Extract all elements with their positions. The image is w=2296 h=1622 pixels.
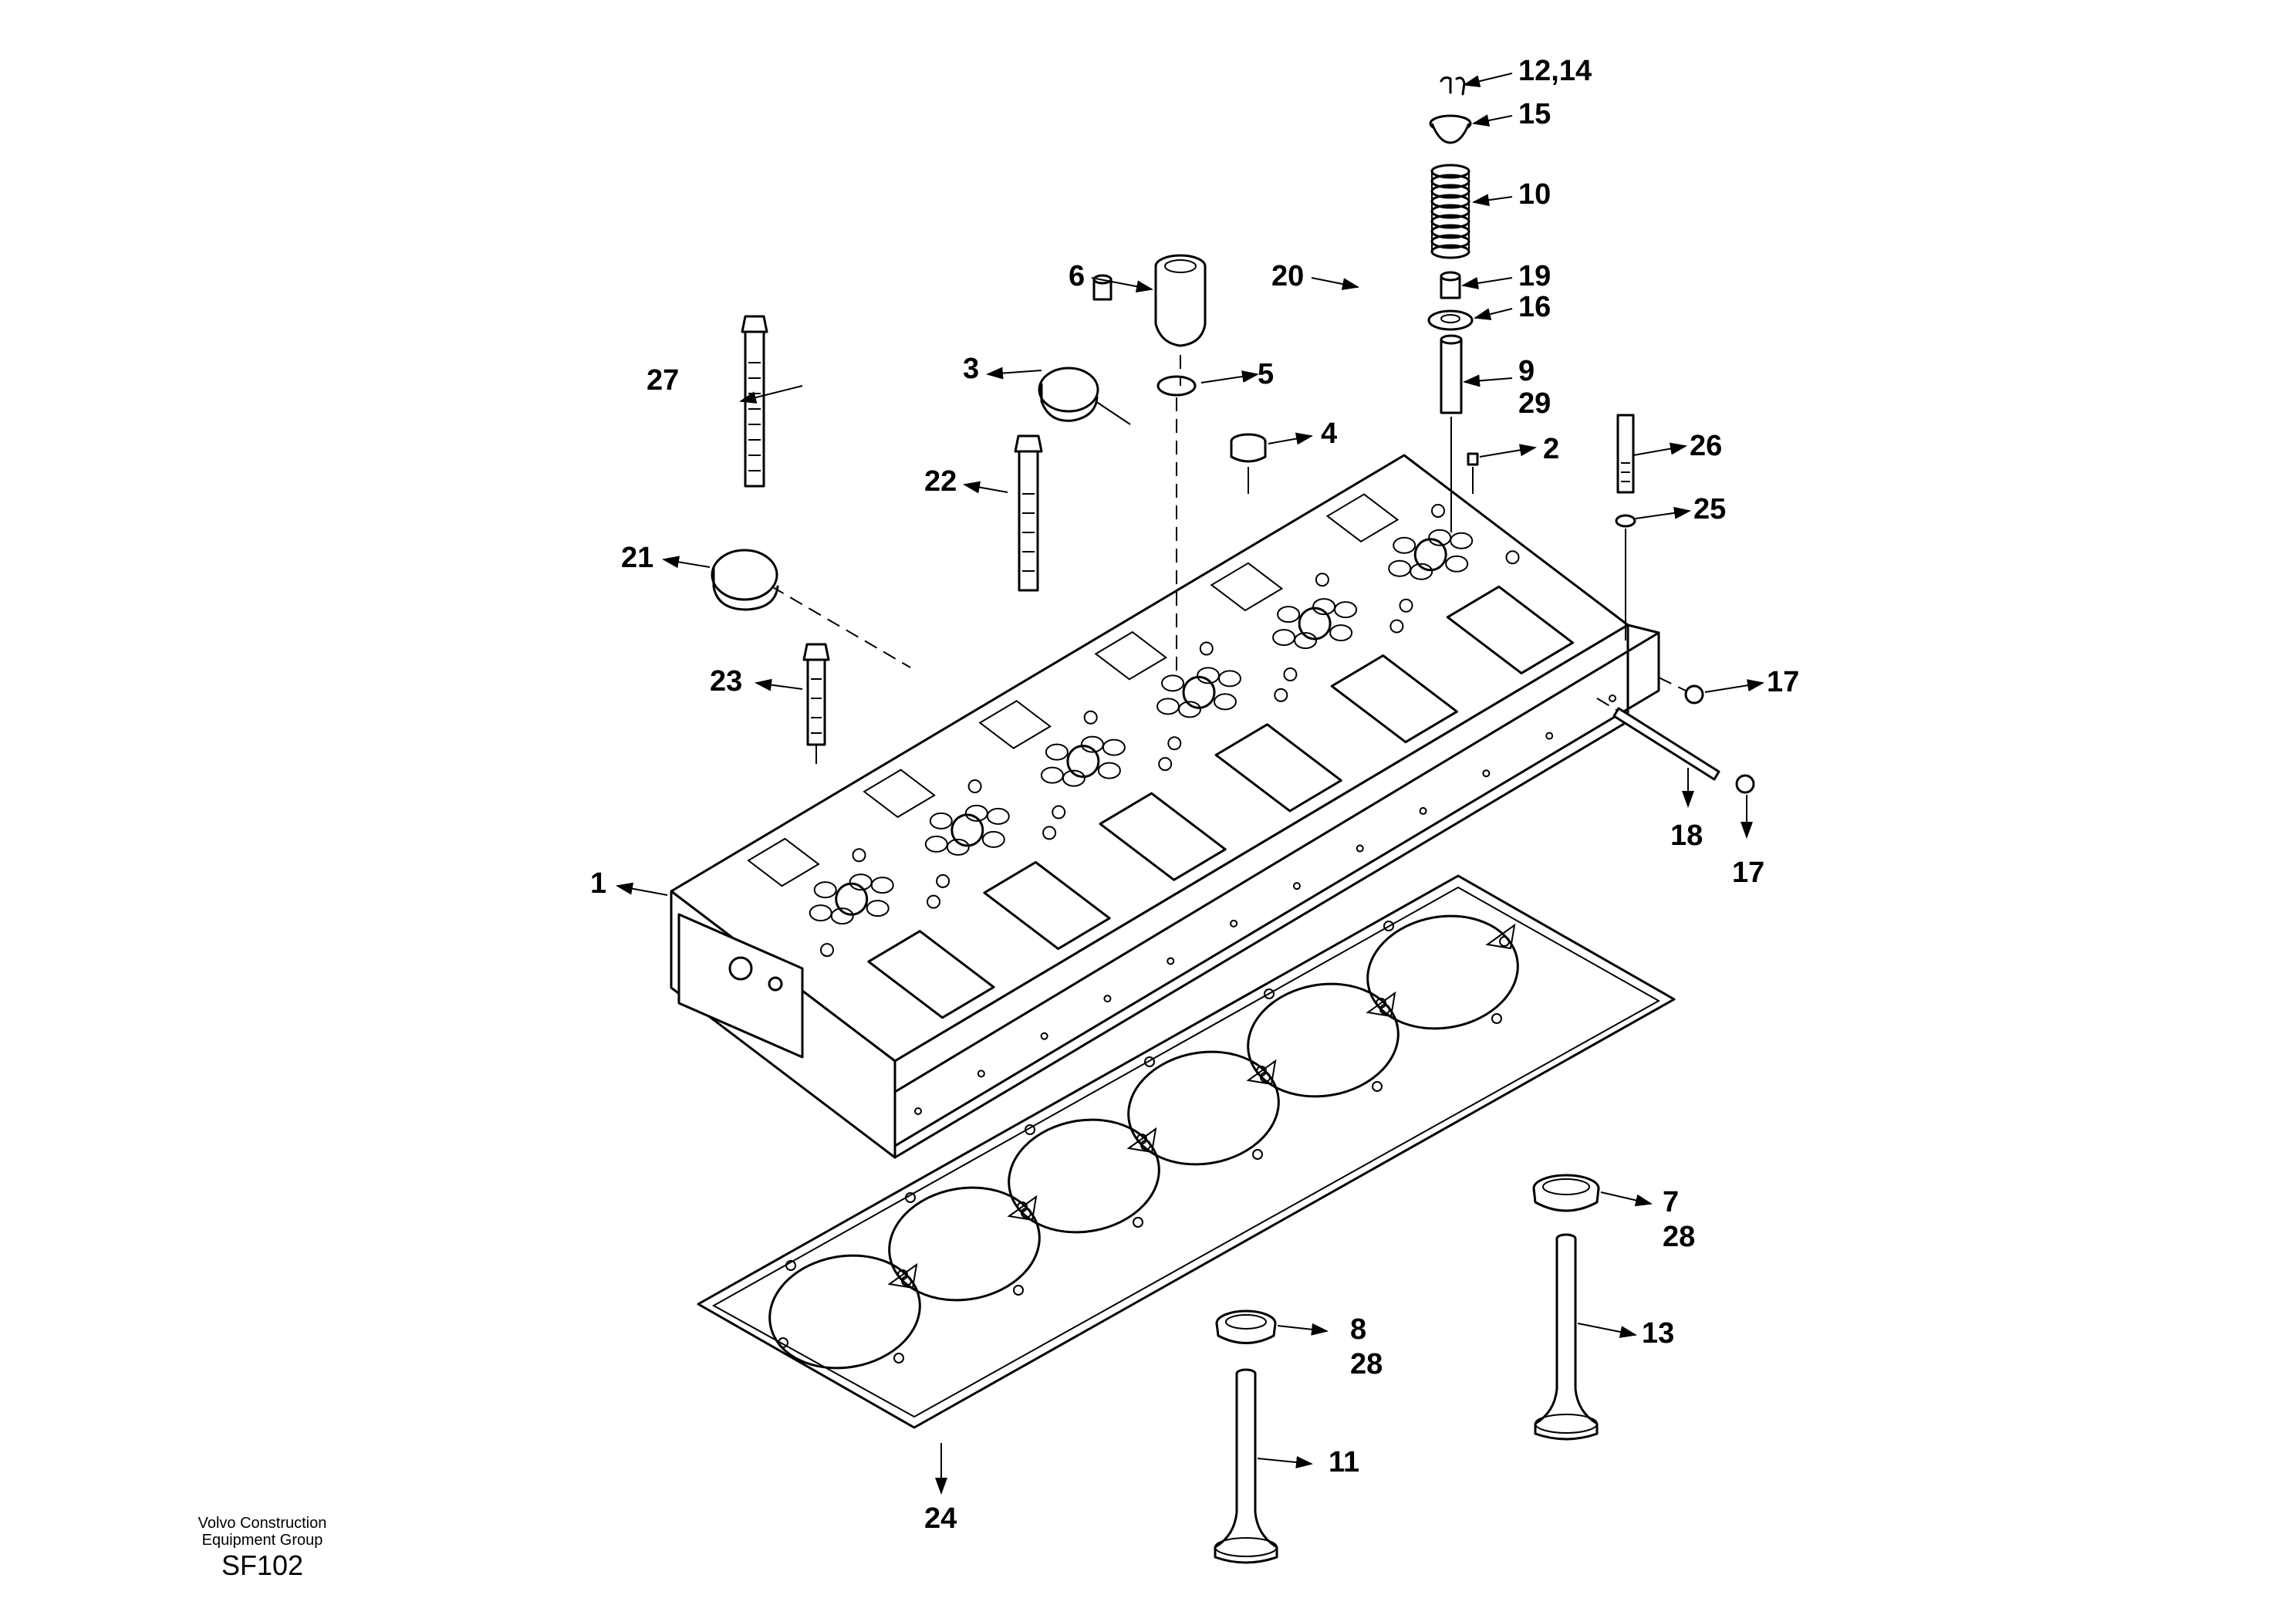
callout-5: 5 (1258, 358, 1274, 390)
callout-23: 23 (710, 665, 742, 698)
valve-13 (1534, 1233, 1599, 1441)
valve-keepers-12-14 (1440, 76, 1466, 96)
callout-28-upper: 28 (1663, 1221, 1695, 1253)
callout-27: 27 (647, 364, 679, 397)
valve-guide-9 (1440, 334, 1463, 532)
valve-spring-10 (1430, 164, 1470, 259)
callout-20: 20 (1271, 260, 1304, 292)
callout-11: 11 (1329, 1446, 1359, 1478)
callout-13: 13 (1642, 1317, 1674, 1350)
short-bolt-23 (802, 643, 830, 764)
callout-4: 4 (1321, 417, 1337, 450)
callout-15: 15 (1518, 98, 1551, 130)
callout-labels: 12,14 15 10 6 20 19 16 27 3 5 9 29 4 2 2… (590, 55, 1799, 1535)
bolt-22 (1014, 434, 1043, 592)
plug-17a (1658, 677, 1704, 705)
washer-25 (1615, 514, 1636, 528)
plug-21 (711, 549, 911, 668)
plug-17b (1735, 774, 1755, 794)
callout-9: 9 (1518, 355, 1535, 387)
callout-29: 29 (1518, 387, 1551, 420)
spring-seat-16 (1427, 309, 1474, 331)
callout-3: 3 (963, 353, 979, 385)
callout-10: 10 (1518, 178, 1551, 211)
sleeve-6 (1154, 254, 1207, 386)
cylinder-head (670, 454, 1660, 1159)
valve-seal-19 (1440, 271, 1461, 299)
callout-2: 2 (1543, 433, 1559, 465)
callout-1: 1 (590, 867, 606, 900)
stud-26 (1616, 414, 1635, 494)
pin-2 (1467, 452, 1479, 494)
callout-26: 26 (1690, 430, 1722, 462)
seat-insert-7 (1532, 1174, 1600, 1212)
seat-insert-8 (1215, 1309, 1277, 1344)
callout-28-lower: 28 (1350, 1348, 1383, 1380)
callout-7: 7 (1663, 1186, 1679, 1218)
callout-21: 21 (621, 542, 653, 574)
spring-retainer-15 (1429, 114, 1472, 144)
leader-lines (616, 73, 1764, 1495)
o-ring-5 (1156, 375, 1197, 397)
callout-17-top: 17 (1767, 666, 1799, 698)
callout-18: 18 (1670, 819, 1703, 852)
footer-company-line1: Volvo Construction (198, 1515, 327, 1532)
footer-company-line2: Equipment Group (201, 1532, 323, 1549)
callout-6: 6 (1069, 260, 1085, 292)
callout-22: 22 (924, 465, 957, 498)
callout-25: 25 (1693, 493, 1726, 525)
footer-figure-code: SF102 (221, 1549, 304, 1581)
callout-17-bottom: 17 (1732, 857, 1764, 889)
cup-4 (1230, 433, 1267, 494)
callout-16: 16 (1518, 291, 1551, 323)
callout-24: 24 (924, 1502, 957, 1535)
head-gasket (697, 874, 1676, 1429)
plug-3 (1038, 367, 1131, 425)
callout-19: 19 (1518, 260, 1551, 292)
callout-12-14: 12,14 (1518, 55, 1592, 87)
long-bolt-27 (741, 315, 768, 488)
tube-18 (1596, 698, 1720, 781)
valve-11 (1214, 1368, 1278, 1564)
callout-8: 8 (1350, 1313, 1366, 1346)
